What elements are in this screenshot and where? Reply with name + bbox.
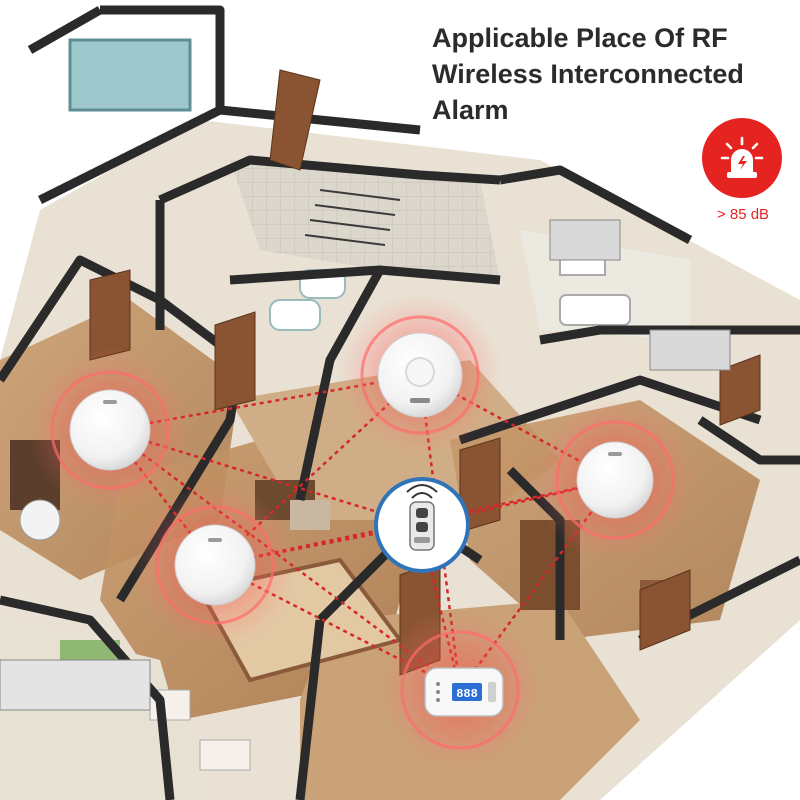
headline-line-1: Applicable Place Of RF [432,23,728,53]
remote-control [374,477,470,573]
co-alarm: 888 [424,667,504,717]
headline-line-2: Wireless Interconnected [432,59,744,89]
smoke-alarm-lower-left [174,524,256,606]
headline: Applicable Place Of RF Wireless Intercon… [432,20,792,128]
railings [0,219,731,711]
staircase [304,189,401,246]
loudness-label: > 85 dB [716,206,770,223]
smoke-alarm-center [377,332,463,418]
co-alarm-reading: 888 [456,687,478,701]
smoke-alarm-left [69,389,151,471]
headline-line-3: Alarm [432,95,509,125]
alarm-siren-badge [702,118,782,198]
alarm-siren-icon [720,136,764,178]
smoke-alarm-right [576,441,654,519]
wifi-signal-icon [406,484,438,499]
